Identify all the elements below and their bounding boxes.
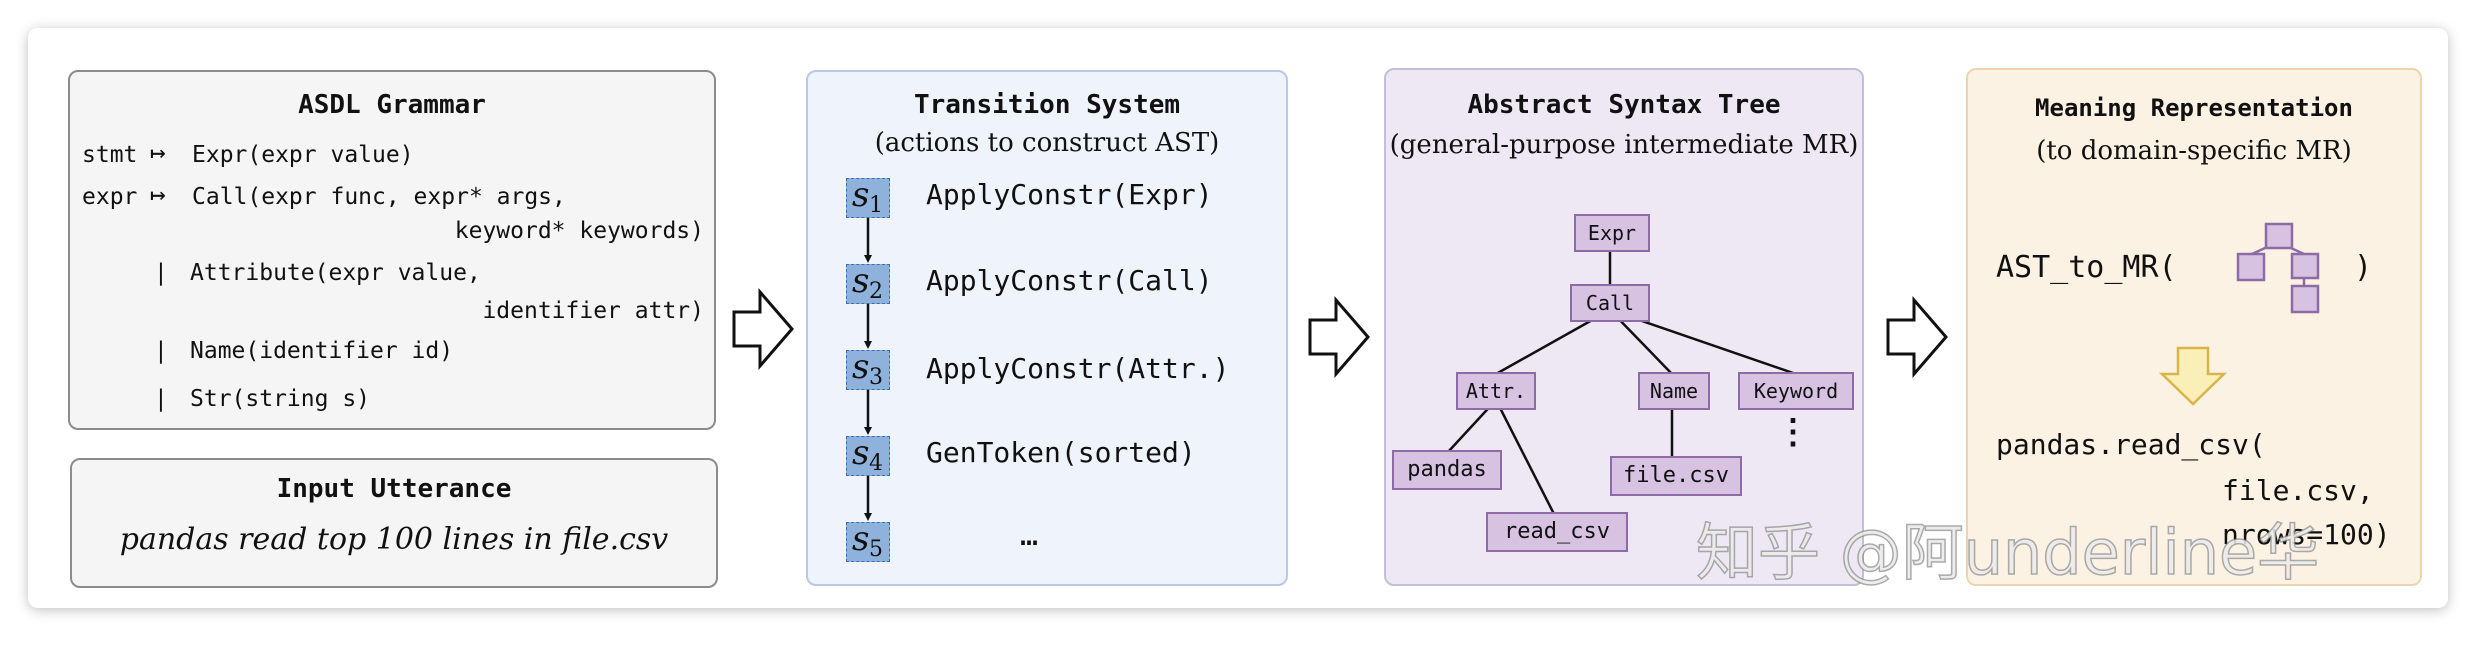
mr-code-line-2: file.csv, bbox=[2222, 474, 2374, 507]
mini-tree-icon bbox=[2236, 222, 2320, 314]
down-arrow-icon bbox=[2158, 346, 2228, 406]
grammar-arrow-expr: ↦ bbox=[150, 180, 166, 210]
state-s2: s 2 bbox=[846, 261, 890, 304]
mr-code-line-3: nrows=100) bbox=[2222, 518, 2391, 551]
arrow-transition-to-ast bbox=[1308, 295, 1370, 379]
ast-panel: Abstract Syntax Tree (general-purpose in… bbox=[1384, 68, 1864, 586]
grammar-rule-attribute-cont: identifier attr) bbox=[482, 298, 704, 324]
input-utterance-panel: Input Utterance pandas read top 100 line… bbox=[70, 458, 718, 588]
action-step-3: ApplyConstr(Attr.) bbox=[926, 352, 1230, 385]
meaning-representation-panel: Meaning Representation (to domain-specif… bbox=[1966, 68, 2422, 586]
ast-node-expr: Expr bbox=[1574, 214, 1650, 252]
ast-node-keyword: Keyword bbox=[1738, 372, 1854, 410]
asdl-grammar-panel: ASDL Grammar stmt ↦ Expr(expr value) exp… bbox=[68, 70, 716, 430]
action-step-5: … bbox=[1020, 518, 1039, 553]
ast-edge-attr-readcsv bbox=[1494, 399, 1556, 515]
transition-system-title: Transition System bbox=[913, 90, 1181, 120]
ast-node-attr: Attr. bbox=[1456, 372, 1536, 410]
ast-node-name: Name bbox=[1638, 372, 1710, 410]
ast-subtitle: (general-purpose intermediate MR) bbox=[1389, 130, 1859, 160]
state-arrows bbox=[864, 218, 872, 521]
input-utterance-text: pandas read top 100 lines in file.csv bbox=[119, 522, 669, 557]
ast-title: Abstract Syntax Tree bbox=[1467, 90, 1781, 120]
grammar-rule-name: Name(identifier id) bbox=[190, 338, 454, 364]
grammar-rule-attribute: Attribute(expr value, bbox=[190, 260, 481, 286]
ast-to-mr-close: ) bbox=[2354, 250, 2373, 285]
mr-code-line-1: pandas.read_csv( bbox=[1996, 428, 2266, 461]
transition-system-subtitle: (actions to construct AST) bbox=[874, 128, 1220, 158]
action-step-2: ApplyConstr(Call) bbox=[926, 264, 1213, 297]
grammar-arrow-stmt: ↦ bbox=[150, 138, 166, 168]
grammar-bar-attribute: | bbox=[154, 260, 168, 286]
input-utterance-title: Input Utterance bbox=[276, 474, 512, 504]
grammar-bar-str: | bbox=[154, 386, 168, 412]
state-s3: s 3 bbox=[846, 347, 890, 390]
grammar-bar-name: | bbox=[154, 338, 168, 364]
grammar-rule-call-cont: keyword* keywords) bbox=[454, 218, 704, 244]
ast-node-pandas: pandas bbox=[1392, 450, 1502, 490]
ast-node-read-csv: read_csv bbox=[1486, 512, 1628, 552]
watermark: 知乎 @阿underline华 bbox=[1695, 515, 2320, 590]
state-s5: s 5 bbox=[846, 519, 890, 562]
ast-ellipsis: ⋮ bbox=[1776, 412, 1810, 452]
state-s4: s 4 bbox=[846, 433, 890, 476]
ast-to-mr-call: AST_to_MR( bbox=[1996, 250, 2177, 285]
grammar-rule-expr: Expr(expr value) bbox=[192, 142, 414, 168]
state-s1: s 1 bbox=[846, 175, 890, 218]
arrow-ast-to-mr bbox=[1886, 295, 1948, 379]
grammar-lhs-stmt: stmt bbox=[82, 142, 138, 168]
grammar-lhs-expr: expr bbox=[82, 184, 138, 210]
action-step-1: ApplyConstr(Expr) bbox=[926, 178, 1213, 211]
mr-title: Meaning Representation bbox=[2035, 94, 2353, 122]
ast-node-call: Call bbox=[1570, 284, 1650, 322]
ast-node-file-csv: file.csv bbox=[1610, 456, 1742, 496]
grammar-rule-str: Str(string s) bbox=[190, 386, 371, 412]
transition-system-panel: Transition System (actions to construct … bbox=[806, 70, 1288, 586]
grammar-rule-call: Call(expr func, expr* args, bbox=[192, 184, 566, 210]
mr-subtitle: (to domain-specific MR) bbox=[2036, 136, 2352, 166]
asdl-grammar-title: ASDL Grammar bbox=[298, 90, 486, 120]
action-step-4: GenToken(sorted) bbox=[926, 436, 1196, 469]
arrow-grammar-to-transition bbox=[732, 287, 794, 371]
